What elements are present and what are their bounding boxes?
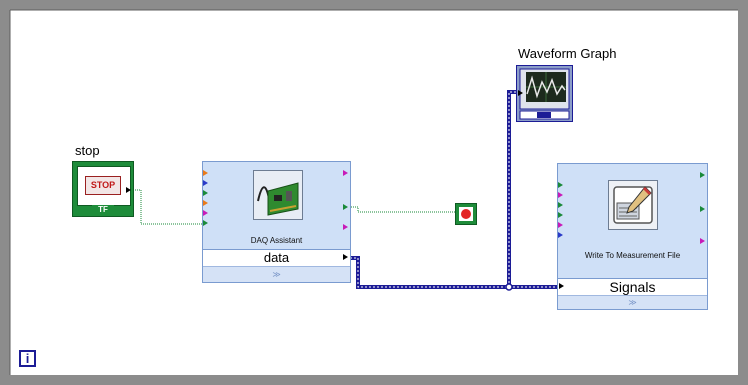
wmf-terminal-in-5[interactable] <box>558 222 563 228</box>
waveform-graph-indicator[interactable] <box>516 65 573 122</box>
loop-condition-terminal[interactable] <box>455 203 477 225</box>
wire-stop-to-daq <box>133 189 202 225</box>
iteration-terminal[interactable]: i <box>19 350 36 367</box>
stop-sign-icon <box>461 209 471 219</box>
write-measurement-file-block[interactable]: Write To Measurement File Signals ≫ <box>557 163 708 310</box>
daq-card-icon <box>253 170 303 220</box>
daq-assistant-block[interactable]: DAQ Assistant data ≫ <box>202 161 351 283</box>
terminal-in-2[interactable] <box>203 180 208 186</box>
wmf-terminal-in-1[interactable] <box>558 182 563 188</box>
terminal-out-3[interactable] <box>343 224 348 230</box>
daq-assistant-name: DAQ Assistant <box>250 236 303 245</box>
wmf-terminal-in-4[interactable] <box>558 212 563 218</box>
write-file-icon <box>608 180 658 230</box>
data-output-terminal[interactable] <box>343 254 348 260</box>
waveform-graph-label: Waveform Graph <box>518 46 617 61</box>
wmf-terminal-out-1[interactable] <box>700 172 705 178</box>
terminal-in-1[interactable] <box>203 170 208 176</box>
wmf-terminal-in-2[interactable] <box>558 192 563 198</box>
terminal-in-4[interactable] <box>203 200 208 206</box>
terminal-out-2[interactable] <box>343 204 348 210</box>
graph-input-terminal[interactable] <box>518 90 523 96</box>
tf-indicator: TF <box>92 205 114 214</box>
stop-control[interactable]: STOP TF <box>72 161 134 217</box>
stop-control-panel: STOP <box>77 166 131 206</box>
terminal-out-1[interactable] <box>343 170 348 176</box>
terminal-in-5[interactable] <box>203 210 208 216</box>
graph-icon <box>519 68 570 120</box>
stop-label: stop <box>75 143 100 158</box>
write-file-name: Write To Measurement File <box>584 251 681 260</box>
wmf-terminal-in-6[interactable] <box>558 232 563 238</box>
stop-button[interactable]: STOP <box>85 176 121 195</box>
signals-input[interactable]: Signals <box>558 278 707 296</box>
daq-data-output[interactable]: data <box>203 249 350 266</box>
signals-input-terminal[interactable] <box>559 283 564 289</box>
wire-daq-to-stop-terminal <box>349 206 455 213</box>
stop-output-terminal[interactable] <box>126 187 131 193</box>
terminal-in-3[interactable] <box>203 190 208 196</box>
wmf-terminal-out-3[interactable] <box>700 238 705 244</box>
wire-junction <box>505 283 513 291</box>
wmf-terminal-in-3[interactable] <box>558 202 563 208</box>
wmf-terminal-out-2[interactable] <box>700 206 705 212</box>
daq-expand-handle[interactable]: ≫ <box>203 266 350 282</box>
terminal-in-6[interactable] <box>203 220 208 226</box>
wmf-expand-handle[interactable]: ≫ <box>558 295 707 309</box>
